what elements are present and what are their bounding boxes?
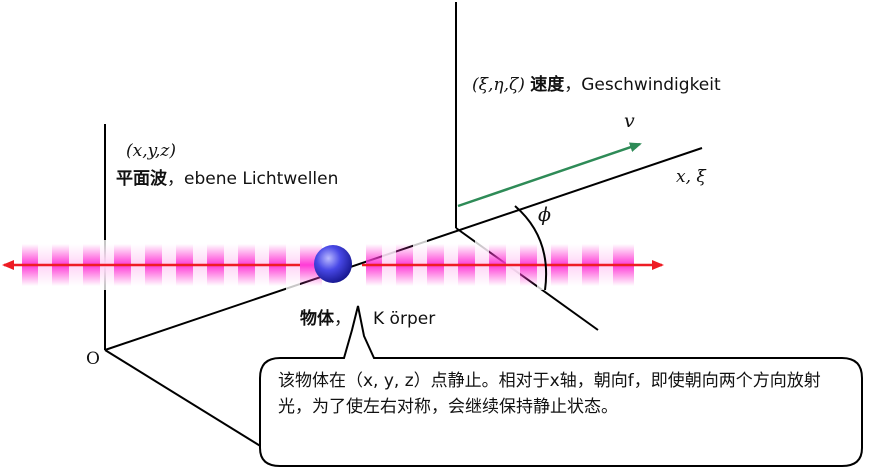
object-label-sep: ， — [334, 309, 351, 329]
velocity-symbol: v — [624, 110, 635, 132]
object-label-de: K örper — [373, 309, 436, 329]
rest-frame-title: 平面波，ebene Lichtwellen — [116, 168, 338, 190]
angle-arc — [514, 205, 548, 291]
object-sphere — [314, 245, 352, 283]
velocity-label-cn: 速度 — [530, 75, 565, 95]
rest-frame-coordinates: (x,y,z) — [126, 141, 176, 161]
plane-wave-label-de: ebene Lichtwellen — [184, 169, 339, 189]
velocity-label-de: Geschwindigkeit — [581, 75, 721, 95]
plane-wave-label-cn: 平面波 — [116, 169, 167, 189]
moving-frame-coordinates: (ξ,η,ζ) — [472, 75, 525, 95]
callout-text: 该物体在（x, y, z）点静止。相对于x轴，朝向f，即使朝向两个方向放射光，为… — [278, 371, 821, 417]
angle-symbol: ϕ — [538, 204, 551, 226]
rest-frame-y-axis — [104, 349, 271, 453]
moving-frame-title: (ξ,η,ζ) 速度，Geschwindigkeit — [472, 74, 721, 96]
origin-label: O — [86, 349, 100, 369]
callout-bubble — [259, 305, 863, 467]
object-label: 物体， K örper — [300, 308, 435, 330]
velocity-arrow — [457, 142, 642, 208]
plane-wave-label-sep: ， — [167, 169, 184, 189]
axis-label-x-xi: x, ξ — [676, 167, 706, 187]
velocity-label-sep: ， — [564, 75, 582, 95]
object-label-cn: 物体 — [300, 309, 334, 329]
